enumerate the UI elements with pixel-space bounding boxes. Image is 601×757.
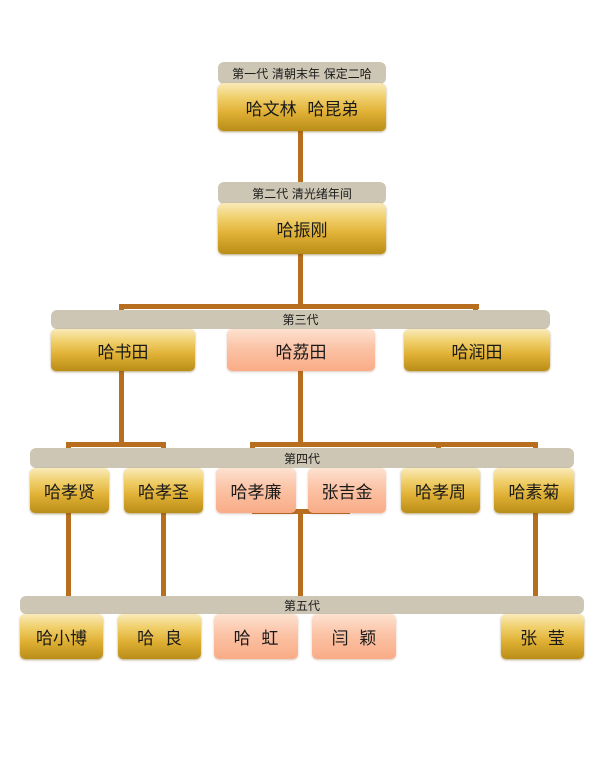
person-node: 张 莹 [501,614,584,659]
person-node: 哈 良 [118,614,201,659]
generation-label: 第四代 [283,451,320,466]
person-node: 哈文林 哈昆弟 [218,83,386,131]
connector-litian-down [298,370,303,444]
connector-litian-horizontal [250,442,538,447]
person-node: 哈润田 [404,329,550,371]
person-node: 哈素菊 [494,468,574,513]
person-node: 哈小博 [20,614,103,659]
generation-label: 第一代 清朝末年 保定二哈 [232,66,372,81]
connector-xiaosheng-down [161,512,166,598]
connector-gen2-gen3 [298,253,303,308]
connector-gen3-horizontal [119,304,479,309]
generation-label: 第二代 清光绪年间 [252,186,352,201]
connector-gen1-gen2 [298,130,303,184]
person-node: 闫 颖 [312,614,396,659]
person-node: 哈振刚 [218,203,386,254]
person-node: 哈孝廉 [216,468,296,513]
person-node: 哈孝周 [401,468,480,513]
connector-xiaoxian-down [66,512,71,598]
generation-2-band: 第二代 清光绪年间 [218,182,386,204]
generation-5-band: 第五代 [20,596,584,614]
person-node: 哈书田 [51,329,195,371]
generation-label: 第五代 [283,598,320,613]
generation-1-band: 第一代 清朝末年 保定二哈 [218,62,386,84]
person-node: 张吉金 [308,468,386,513]
generation-4-band: 第四代 [30,448,574,468]
generation-3-band: 第三代 [51,310,550,329]
person-node: 哈荔田 [227,329,375,371]
connector-shutian-horizontal [66,442,166,447]
generation-label: 第三代 [282,313,319,327]
person-node: 哈孝圣 [124,468,203,513]
person-node: 哈孝贤 [30,468,109,513]
person-node: 哈 虹 [214,614,298,659]
connector-couple-gen4-down [298,509,303,598]
connector-sujv-down [533,512,538,598]
connector-shutian-down [119,370,124,444]
